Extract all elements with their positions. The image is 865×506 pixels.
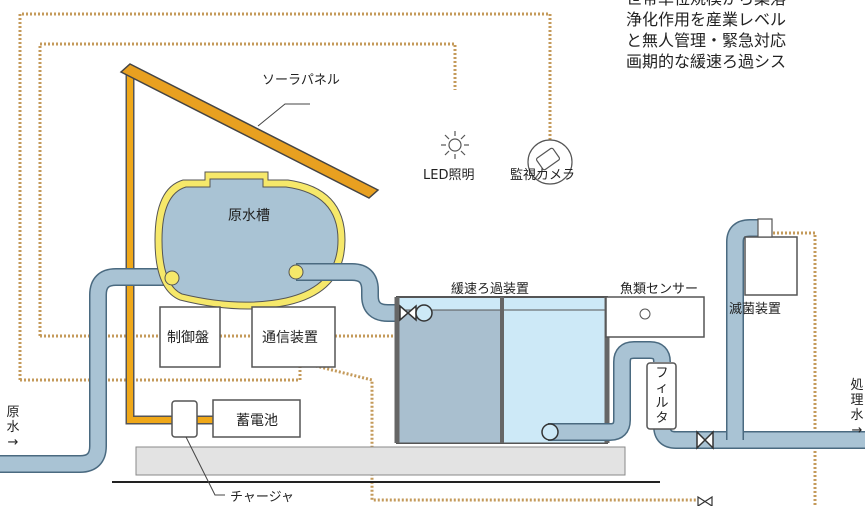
solar-panel-label: ソーラパネル <box>262 73 340 88</box>
treated-water-label: 処 理 水 → <box>850 378 864 438</box>
description-line: と無人管理・緊急対応 <box>626 31 787 50</box>
filter-box <box>646 362 677 430</box>
led-light-label: LED照明 <box>423 168 475 183</box>
control-panel-label: 制御盤 <box>167 330 209 346</box>
comm-to-valve-line <box>299 360 698 502</box>
outlet-valve <box>696 430 714 450</box>
comm-device-label: 通信装置 <box>262 330 318 346</box>
filter-label: フ ィ ル タ <box>655 366 669 426</box>
comm-device-box <box>251 306 336 368</box>
sterilizer-label: 滅菌装置 <box>729 302 782 317</box>
sterilizer-signal-line <box>773 231 817 506</box>
battery-box <box>212 399 301 438</box>
description-line: 画期的な緩速ろ過シス <box>626 52 787 71</box>
drain-valve <box>697 495 713 506</box>
charger-label: チャージャ <box>230 490 294 505</box>
description-line: 浄化作用を産業レベル <box>626 10 787 29</box>
control-panel-box <box>159 306 221 368</box>
raw-water-tank-label: 原水槽 <box>228 208 270 224</box>
solar-panel <box>119 63 380 199</box>
fish-sensor-box <box>605 296 705 338</box>
power-line <box>127 75 172 423</box>
description-line: 世帯単位規模から集落 <box>626 0 865 9</box>
tank-inlet-port <box>164 270 180 286</box>
sterilizer-box <box>744 236 798 296</box>
fish-sensor-label: 魚類センサー <box>620 282 699 297</box>
slow-filter-unit <box>394 296 610 444</box>
camera-label: 監視カメラ <box>510 168 576 183</box>
charger-box <box>171 400 198 438</box>
filter-outlet-pipe <box>541 341 671 441</box>
camera-icon <box>527 139 573 185</box>
slow-filter-label: 緩速ろ過装置 <box>451 282 530 297</box>
ground-base <box>135 446 626 476</box>
inlet-valve <box>399 304 433 322</box>
led-light-icon <box>441 131 469 159</box>
inlet-pipe <box>0 268 176 473</box>
tank-outlet-pipe <box>288 263 405 322</box>
inner-signal-line <box>38 42 457 336</box>
charger-leader <box>185 436 225 496</box>
description-text: 世帯単位規模から集落 浄化作用を産業レベル と無人管理・緊急対応 画期的な緩速ろ… <box>626 0 865 72</box>
raw-water-tank <box>161 178 339 303</box>
battery-label: 蓄電池 <box>236 413 278 429</box>
solar-panel-leader <box>257 103 310 127</box>
raw-water-label: 原 水 → <box>6 405 20 450</box>
